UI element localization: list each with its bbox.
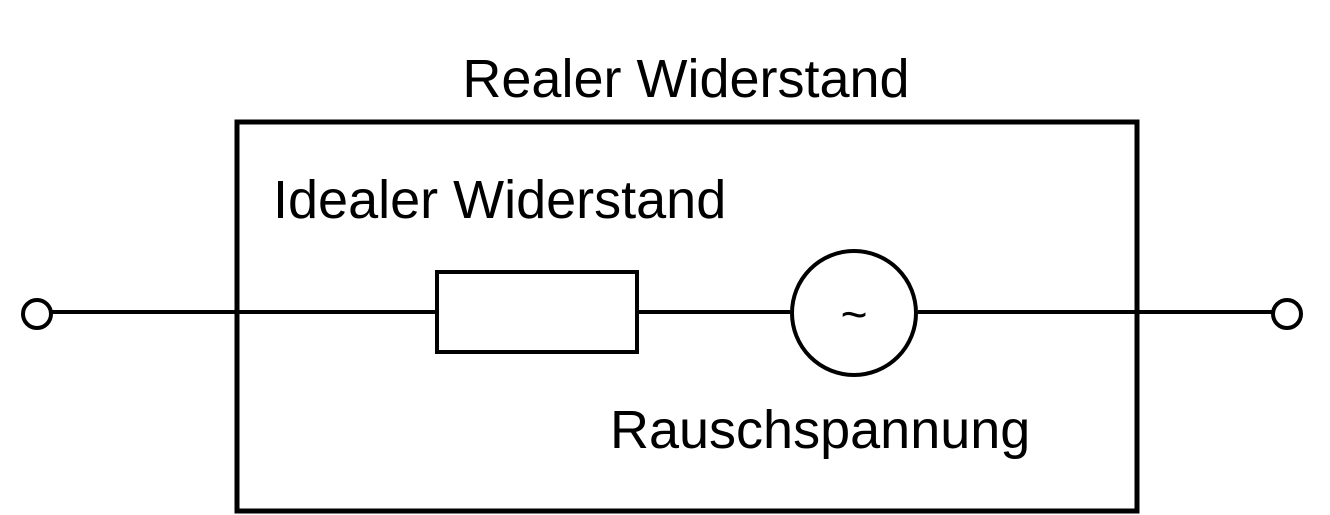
resistor-icon (435, 270, 639, 354)
terminal-right-icon (1271, 298, 1303, 330)
real-resistor-box (234, 119, 1140, 514)
source-symbol: ~ (841, 288, 868, 340)
real-resistor-title: Realer Widerstand (462, 49, 909, 109)
terminal-left-icon (21, 298, 53, 330)
ideal-resistor-title: Idealer Widerstand (273, 170, 726, 230)
noise-voltage-label: Rauschspannung (610, 400, 1030, 460)
ac-voltage-source-icon (790, 249, 918, 377)
